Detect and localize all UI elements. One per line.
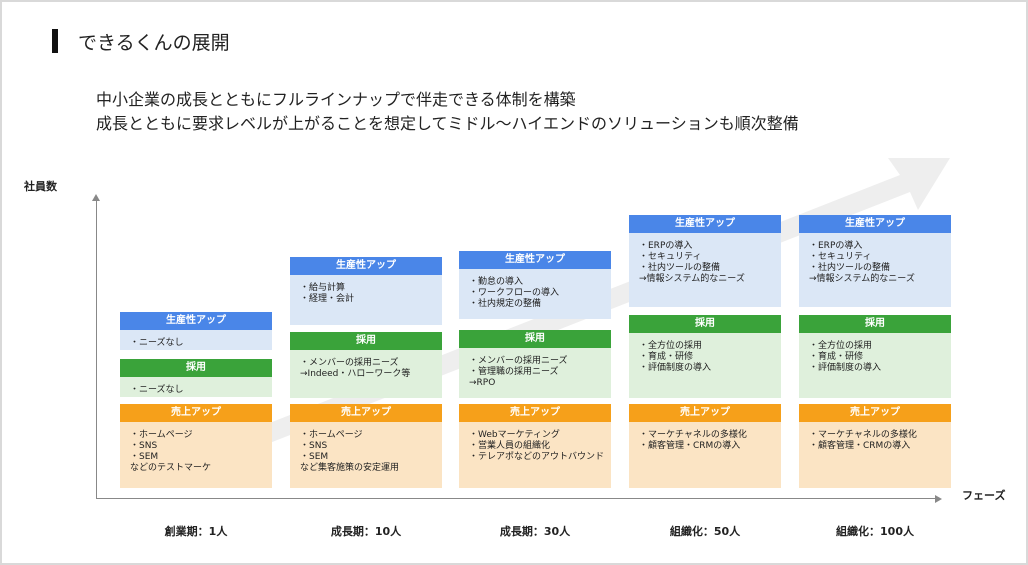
sales-header: 売上アップ (799, 404, 951, 422)
hiring-header: 採用 (459, 330, 611, 348)
hiring-item: ・育成・研修 (809, 352, 864, 362)
sales-header: 売上アップ (459, 404, 611, 422)
phase-label: 組織化：50人 (669, 525, 741, 538)
productivity-header: 生産性アップ (629, 215, 781, 233)
sales-item: ・顧客管理・CRMの導入 (809, 441, 911, 451)
productivity-header: 生産性アップ (120, 312, 272, 330)
productivity-body: ・ERPの導入・セキュリティ・社内ツールの整備→情報システム的なニーズ (629, 233, 781, 307)
productivity-item: ・経理・会計 (300, 294, 355, 304)
sales-item: ・顧客管理・CRMの導入 (639, 441, 741, 451)
productivity-body: ・ニーズなし (120, 330, 272, 350)
productivity-body: ・給与計算・経理・会計 (290, 275, 442, 325)
phase-label: 成長期：30人 (499, 525, 571, 538)
y-axis (96, 200, 97, 499)
hiring-item: ・全方位の採用 (639, 341, 703, 351)
sales-item: ・マーケチャネルの多様化 (809, 430, 917, 440)
y-axis-arrow-icon (92, 194, 100, 201)
x-axis-label: フェーズ (962, 489, 1006, 502)
phase-label: 組織化：100人 (836, 525, 914, 538)
hiring-item: ・管理職の採用ニーズ (469, 367, 559, 377)
hiring-item: →Indeed・ハローワーク等 (300, 369, 411, 379)
sales-header: 売上アップ (120, 404, 272, 422)
sales-item: ・ホームページ (130, 430, 193, 440)
slide-title: できるくんの展開 (78, 32, 230, 54)
hiring-header: 採用 (290, 332, 442, 350)
hiring-item: ・メンバーの採用ニーズ (300, 358, 399, 368)
productivity-item: ・社内規定の整備 (469, 299, 542, 309)
productivity-item: ・給与計算 (300, 283, 346, 293)
hiring-body: ・全方位の採用・育成・研修・評価制度の導入 (799, 333, 951, 398)
x-axis (96, 498, 936, 499)
x-axis-arrow-icon (935, 495, 942, 503)
productivity-item: ・ワークフローの導入 (469, 288, 560, 298)
hiring-item: →RPO (469, 378, 496, 388)
productivity-item: →情報システム的なニーズ (809, 274, 915, 284)
sales-body: ・Webマーケティング・営業人員の組織化・テレアポなどのアウトバウンド (459, 422, 611, 488)
hiring-header: 採用 (799, 315, 951, 333)
productivity-item: ・社内ツールの整備 (809, 263, 891, 273)
hiring-body: ・メンバーの採用ニーズ→Indeed・ハローワーク等 (290, 350, 442, 398)
sales-item: ・Webマーケティング (469, 430, 560, 440)
productivity-header: 生産性アップ (459, 251, 611, 269)
sales-item: などのテストマーケ (130, 463, 212, 473)
sales-item: ・SEM (300, 452, 329, 462)
sales-body: ・マーケチャネルの多様化・顧客管理・CRMの導入 (629, 422, 781, 488)
productivity-item: ・ニーズなし (130, 338, 184, 348)
productivity-item: ・セキュリティ (639, 252, 702, 262)
sales-header: 売上アップ (629, 404, 781, 422)
productivity-header: 生産性アップ (799, 215, 951, 233)
hiring-item: ・全方位の採用 (809, 341, 873, 351)
productivity-item: ・ERPの導入 (809, 241, 863, 251)
sales-header: 売上アップ (290, 404, 442, 422)
hiring-item: ・育成・研修 (639, 352, 694, 362)
hiring-body: ・メンバーの採用ニーズ・管理職の採用ニーズ→RPO (459, 348, 611, 398)
y-axis-label: 社員数 (24, 180, 57, 193)
productivity-body: ・勤怠の導入・ワークフローの導入・社内規定の整備 (459, 269, 611, 319)
sales-item: ・ホームページ (300, 430, 363, 440)
productivity-item: ・勤怠の導入 (469, 277, 524, 287)
sales-item: ・マーケチャネルの多様化 (639, 430, 747, 440)
hiring-header: 採用 (120, 359, 272, 377)
sales-item: ・営業人員の組織化 (469, 441, 551, 451)
sales-item: ・SEM (130, 452, 159, 462)
sales-item: ・SNS (130, 441, 158, 451)
productivity-item: →情報システム的なニーズ (639, 274, 745, 284)
subtitle-line-1: 中小企業の成長とともにフルラインナップで伴走できる体制を構築 (96, 90, 576, 109)
sales-item: ・テレアポなどのアウトバウンド (469, 452, 605, 462)
productivity-header: 生産性アップ (290, 257, 442, 275)
sales-item: など集客施策の安定運用 (300, 463, 400, 473)
subtitle-line-2: 成長とともに要求レベルが上がることを想定してミドル〜ハイエンドのソリューションも… (96, 114, 799, 133)
productivity-item: ・社内ツールの整備 (639, 263, 721, 273)
productivity-item: ・セキュリティ (809, 252, 872, 262)
title-accent-bar (52, 29, 58, 53)
hiring-body: ・ニーズなし (120, 377, 272, 397)
hiring-item: ・ニーズなし (130, 385, 184, 395)
hiring-item: ・評価制度の導入 (639, 363, 712, 373)
phase-label: 成長期：10人 (330, 525, 402, 538)
phase-label: 創業期：1人 (164, 525, 228, 538)
sales-item: ・SNS (300, 441, 328, 451)
sales-body: ・マーケチャネルの多様化・顧客管理・CRMの導入 (799, 422, 951, 488)
productivity-item: ・ERPの導入 (639, 241, 693, 251)
productivity-body: ・ERPの導入・セキュリティ・社内ツールの整備→情報システム的なニーズ (799, 233, 951, 307)
hiring-item: ・評価制度の導入 (809, 363, 882, 373)
hiring-item: ・メンバーの採用ニーズ (469, 356, 568, 366)
hiring-header: 採用 (629, 315, 781, 333)
hiring-body: ・全方位の採用・育成・研修・評価制度の導入 (629, 333, 781, 398)
